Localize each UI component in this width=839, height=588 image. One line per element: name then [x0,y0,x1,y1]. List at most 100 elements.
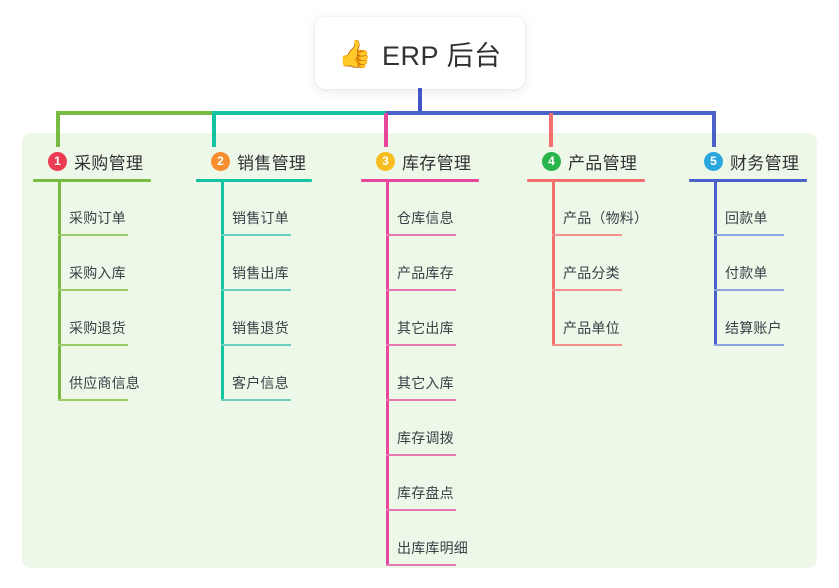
branch-item-label: 产品（物料） [563,210,649,226]
branch-item-underline [221,399,291,401]
branch-item-underline [386,234,456,236]
drop-blue [712,113,716,147]
branch-item[interactable]: 销售出库 [221,237,356,292]
branch-title: 销售管理 [237,153,307,173]
branch-underline [196,179,312,182]
branch-item[interactable]: 采购退货 [58,292,193,347]
branch-item-label: 供应商信息 [69,375,140,391]
branch-item-underline [58,399,128,401]
thumbs-up-icon: 👍 [338,38,373,69]
branch-item-underline [552,289,622,291]
root-node-title: ERP 后台 [382,40,502,71]
branch-item-underline [386,564,456,566]
branch-item-label: 采购退货 [69,320,126,336]
branch-item-underline [714,234,784,236]
branch-spine [714,182,717,345]
branch-item-underline [221,344,291,346]
branch-spine [386,182,389,565]
branch-header-4[interactable]: 4 产品管理 [527,147,687,175]
branch-item[interactable]: 其它入库 [386,347,521,402]
branch-items-2: 销售订单销售出库销售退货客户信息 [196,182,356,402]
drop-pink [384,113,388,147]
branch-item-label: 销售出库 [232,265,289,281]
branch-item-label: 产品库存 [397,265,454,281]
branch-spine [58,182,61,400]
drop-salmon [549,113,553,147]
branch-item-label: 结算账户 [725,320,782,336]
branch-item-label: 其它出库 [397,320,454,336]
branch-item[interactable]: 采购入库 [58,237,193,292]
branch-item-label: 回款单 [725,210,768,226]
branch-items-3: 仓库信息产品库存其它出库其它入库库存调拨库存盘点出库库明细 [361,182,521,567]
branch-item-underline [221,234,291,236]
branch-item-label: 出库库明细 [397,540,468,556]
branch-item[interactable]: 客户信息 [221,347,356,402]
branch-underline [527,179,645,182]
branch-item[interactable]: 回款单 [714,182,839,237]
branch-item[interactable]: 库存调拨 [386,402,521,457]
branch-number-badge: 1 [48,151,67,171]
branch-item[interactable]: 供应商信息 [58,347,193,402]
branch-item[interactable]: 销售退货 [221,292,356,347]
branch-item-underline [714,344,784,346]
branch-items-4: 产品（物料） 产品分类产品单位 [527,182,687,347]
branch-item[interactable]: 采购订单 [58,182,193,237]
branch-item[interactable]: 结算账户 [714,292,839,347]
branch-item-label: 其它入库 [397,375,454,391]
branch-item-underline [386,289,456,291]
branch-item-underline [386,454,456,456]
branch-items-1: 采购订单采购入库采购退货供应商信息 [33,182,193,402]
branch-item[interactable]: 出库库明细 [386,512,521,567]
branch-column-5: 5 财务管理回款单付款单结算账户 [689,147,839,347]
branch-item-underline [552,344,622,346]
branch-item-label: 客户信息 [232,375,289,391]
branch-item[interactable]: 付款单 [714,237,839,292]
branch-item-label: 产品单位 [563,320,620,336]
branch-item[interactable]: 销售订单 [221,182,356,237]
branch-number-badge: 2 [211,151,230,171]
branch-item-underline [386,509,456,511]
branch-item-label: 付款单 [725,265,768,281]
branch-item-label: 库存调拨 [397,430,454,446]
branch-item[interactable]: 库存盘点 [386,457,521,512]
branch-item-underline [386,344,456,346]
branch-header-2[interactable]: 2 销售管理 [196,147,356,175]
branch-item-underline [714,289,784,291]
branch-number-badge: 3 [376,151,395,171]
branch-number-badge: 4 [542,151,561,171]
branch-item[interactable]: 仓库信息 [386,182,521,237]
root-node-erp-backend[interactable]: 👍 ERP 后台 [315,17,525,89]
branch-column-2: 2 销售管理销售订单销售出库销售退货客户信息 [196,147,356,402]
branch-item-label: 仓库信息 [397,210,454,226]
branch-number-badge: 5 [704,151,723,171]
branch-underline [33,179,151,182]
branch-item-label: 采购入库 [69,265,126,281]
branch-title: 产品管理 [568,153,638,173]
bar-green [56,111,214,115]
branch-item-underline [58,289,128,291]
branch-item[interactable]: 产品（物料） [552,182,687,237]
drop-teal [212,113,216,147]
branch-item-underline [221,289,291,291]
branch-items-5: 回款单付款单结算账户 [689,182,839,347]
branch-title: 财务管理 [730,153,800,173]
branch-item-underline [58,234,128,236]
branch-item[interactable]: 其它出库 [386,292,521,347]
bar-teal [212,111,388,115]
branch-item[interactable]: 产品单位 [552,292,687,347]
branch-item-label: 采购订单 [69,210,126,226]
branch-item[interactable]: 产品库存 [386,237,521,292]
branch-underline [689,179,807,182]
branch-underline [361,179,479,182]
drop-green [56,113,60,147]
branch-header-5[interactable]: 5 财务管理 [689,147,839,175]
branch-item-underline [552,234,622,236]
branches-panel-background [22,133,817,568]
branch-item-label: 产品分类 [563,265,620,281]
branch-item-label: 库存盘点 [397,485,454,501]
branch-item[interactable]: 产品分类 [552,237,687,292]
